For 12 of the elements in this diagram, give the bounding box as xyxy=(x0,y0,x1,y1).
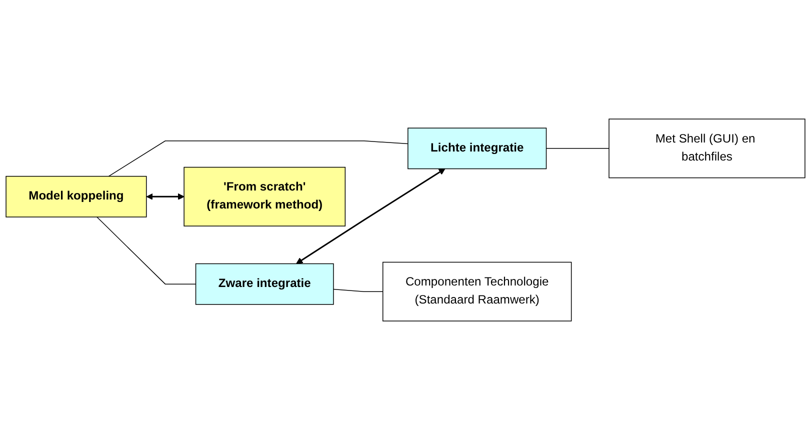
node-box: Componenten Technologie (Standaard Raamwerk) xyxy=(382,262,572,322)
connector xyxy=(108,141,408,178)
arrow xyxy=(146,194,184,200)
connector xyxy=(333,289,384,292)
node-box: Lichte integratie xyxy=(408,128,547,170)
arrow xyxy=(296,168,446,264)
node-box: Model koppeling xyxy=(6,176,147,218)
connector xyxy=(96,217,196,285)
node-box: Met Shell (GUI) en batchfiles xyxy=(608,119,806,179)
node-box: Zware integratie xyxy=(195,264,334,306)
node-box: 'From scratch' (framework method) xyxy=(184,167,346,227)
connector xyxy=(546,148,610,150)
